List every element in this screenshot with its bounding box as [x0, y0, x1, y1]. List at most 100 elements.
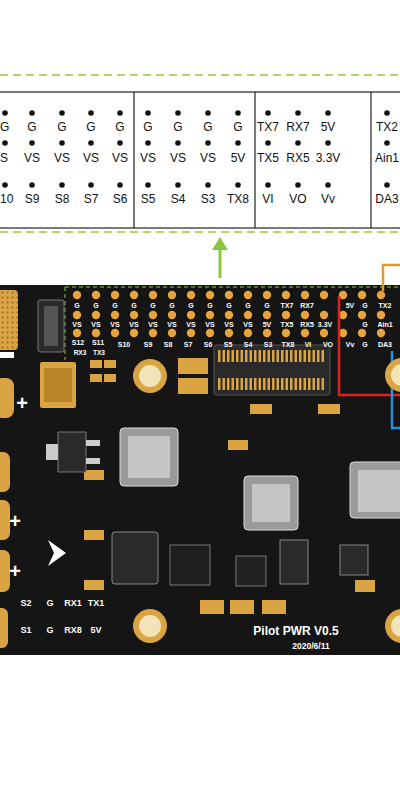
header-pin [168, 291, 176, 299]
pin-label: VS [205, 321, 214, 328]
table-cell: TX8 [227, 193, 249, 205]
polarity-mark: + [9, 511, 21, 531]
pin-label: VS [91, 321, 100, 328]
board-connector [214, 345, 330, 395]
smd-parts [355, 580, 375, 592]
pin-dot [265, 110, 271, 116]
zoom-arrow [212, 237, 228, 250]
table-cell: G [233, 121, 242, 133]
table-cell: S6 [113, 193, 128, 205]
board-connector [218, 378, 221, 390]
pin-dot [88, 140, 94, 146]
smd-parts [84, 358, 375, 614]
smd-parts [318, 404, 340, 414]
zoom-arrow [219, 248, 222, 278]
pin-label: G [74, 302, 79, 309]
board-connector [227, 350, 230, 362]
smd-parts [104, 360, 116, 368]
regulator [58, 432, 86, 472]
pin-dot [2, 182, 8, 188]
edge-pads [0, 290, 18, 350]
pin-label: VS [224, 321, 233, 328]
table-cell: 5V [231, 152, 246, 164]
board-connector [304, 350, 307, 362]
board-connector [241, 378, 244, 390]
header-pin [111, 329, 119, 337]
header-pin [320, 291, 328, 299]
table-cell: G [86, 121, 95, 133]
pin-dot [145, 110, 151, 116]
header-pin [263, 329, 271, 337]
board-connector [272, 378, 275, 390]
header-pin [206, 291, 214, 299]
board-name: Pilot PWR V0.5 [253, 625, 338, 637]
board-connector [290, 378, 293, 390]
pin-label: S4 [244, 341, 253, 348]
board-connector [250, 378, 253, 390]
regulator [86, 458, 100, 464]
header-pin [130, 329, 138, 337]
zoom-frame [254, 92, 255, 228]
pad-label: 5V [90, 626, 101, 635]
board-connector [218, 350, 324, 390]
pin-label: VS [167, 321, 176, 328]
pin-label: G [131, 302, 136, 309]
pin-dot [59, 110, 65, 116]
smd-parts [230, 600, 254, 614]
board-connector [227, 378, 230, 390]
smd-parts [104, 374, 116, 382]
pin-label: 3.3V [318, 321, 332, 328]
pin-label: S7 [184, 341, 193, 348]
pin-label: VS [243, 321, 252, 328]
pin-label: S12 [72, 339, 84, 346]
header-pin [73, 329, 81, 337]
board-connector [223, 378, 226, 390]
table-cell: RX5 [286, 152, 309, 164]
board-connector [281, 378, 284, 390]
pad-label: TX1 [88, 599, 105, 608]
table-cell: TX2 [376, 121, 398, 133]
pin-dot [295, 140, 301, 146]
board-connector [272, 350, 275, 362]
table-cell: VS [170, 152, 186, 164]
pin-label: VI [305, 341, 312, 348]
pin-dot [205, 182, 211, 188]
wires [383, 265, 400, 291]
smd-parts [84, 580, 104, 590]
header-pin [225, 291, 233, 299]
header-pin [187, 311, 195, 319]
board-connector [313, 350, 316, 362]
table-cell: 5V [321, 121, 336, 133]
pad-label: G [46, 626, 53, 635]
pin-label: S3 [264, 341, 273, 348]
table-cell: S4 [171, 193, 186, 205]
header-pin [168, 329, 176, 337]
table-cell: 3.3V [316, 152, 341, 164]
pin-label: VS [110, 321, 119, 328]
table-cell: 10 [0, 193, 13, 205]
table-cell: Vv [321, 193, 335, 205]
pin-dot [325, 182, 331, 188]
board-connector [236, 378, 239, 390]
pin-label: DA3 [378, 341, 392, 348]
table-cell: G [27, 121, 36, 133]
pin-dot [2, 110, 390, 188]
header-pin [149, 311, 157, 319]
pin-dot [384, 110, 390, 116]
table-cell: S5 [141, 193, 156, 205]
zoom-frame [0, 92, 400, 228]
pin-label: G [207, 302, 212, 309]
board-connector [223, 350, 226, 362]
header-pin [263, 291, 271, 299]
board-connector [290, 350, 293, 362]
pin-dot [384, 182, 390, 188]
board-connector [254, 378, 257, 390]
pin-dot [117, 140, 123, 146]
mounting-hole [133, 609, 167, 643]
table-cell: VS [140, 152, 156, 164]
board-connector [268, 378, 271, 390]
pin-dot [265, 182, 271, 188]
table-cell: DA3 [375, 193, 398, 205]
pin-label: S11 [92, 339, 104, 346]
